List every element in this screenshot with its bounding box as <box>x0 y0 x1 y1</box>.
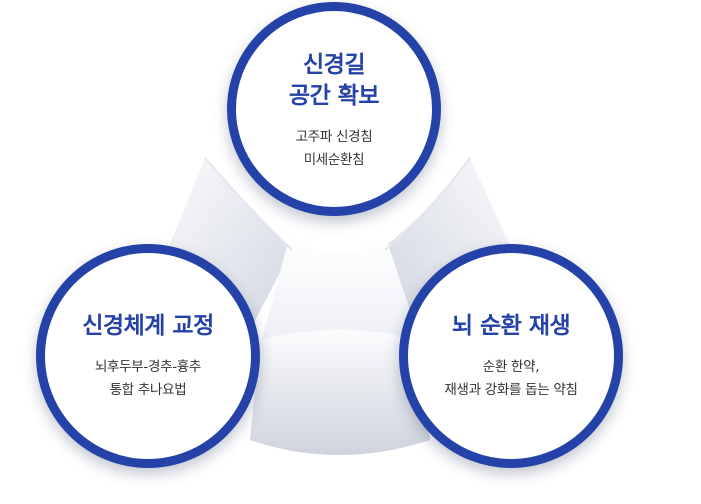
node-top-title-line: 공간 확보 <box>288 83 380 109</box>
node-left-title: 신경체계 교정 <box>82 311 214 342</box>
node-right: 뇌 순환 재생 순환 한약, 재생과 강화를 돕는 약침 <box>399 244 623 468</box>
node-left-title-line: 신경체계 교정 <box>82 312 214 339</box>
node-right-desc: 순환 한약, 재생과 강화를 돕는 약침 <box>444 356 577 402</box>
node-top-title: 신경길 공간 확보 <box>288 50 380 112</box>
node-left-desc-line: 뇌후두부-경추-흉추 <box>94 358 202 375</box>
node-top-desc-line: 고주파 신경침 <box>295 129 373 145</box>
backdrop-edge <box>204 157 471 251</box>
node-right-desc-line: 순환 한약, <box>482 358 540 375</box>
node-top-title-line: 신경길 <box>303 52 365 78</box>
node-right-desc-line: 재생과 강화를 돕는 약침 <box>444 381 578 398</box>
node-left-desc-line: 통합 추나요법 <box>109 381 187 398</box>
node-top-desc: 고주파 신경침 미세순환침 <box>296 126 373 172</box>
node-top: 신경길 공간 확보 고주파 신경침 미세순환침 <box>227 2 441 216</box>
node-top-desc-line: 미세순환침 <box>303 152 365 168</box>
backdrop-arm-bottom <box>250 330 430 455</box>
node-left-desc: 뇌후두부-경추-흉추 통합 추나요법 <box>95 356 201 402</box>
node-left: 신경체계 교정 뇌후두부-경추-흉추 통합 추나요법 <box>36 244 260 468</box>
node-right-title-line: 뇌 순환 재생 <box>451 312 571 339</box>
node-right-title: 뇌 순환 재생 <box>451 311 571 342</box>
backdrop-center <box>262 235 420 340</box>
